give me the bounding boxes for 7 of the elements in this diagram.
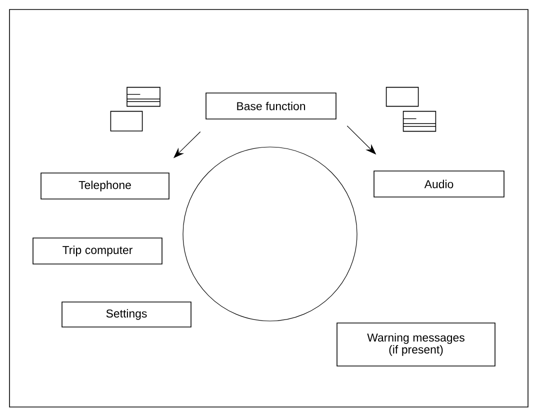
dial-circle [182,146,358,322]
menu-box: Base function [206,92,336,120]
menu-box: Settings [62,302,192,328]
menu-box: Audio [374,170,504,198]
menu-box: Warning messages (if present) [336,322,496,366]
menu-box: Trip computer [32,238,162,264]
menu-box: Telephone [40,172,170,200]
